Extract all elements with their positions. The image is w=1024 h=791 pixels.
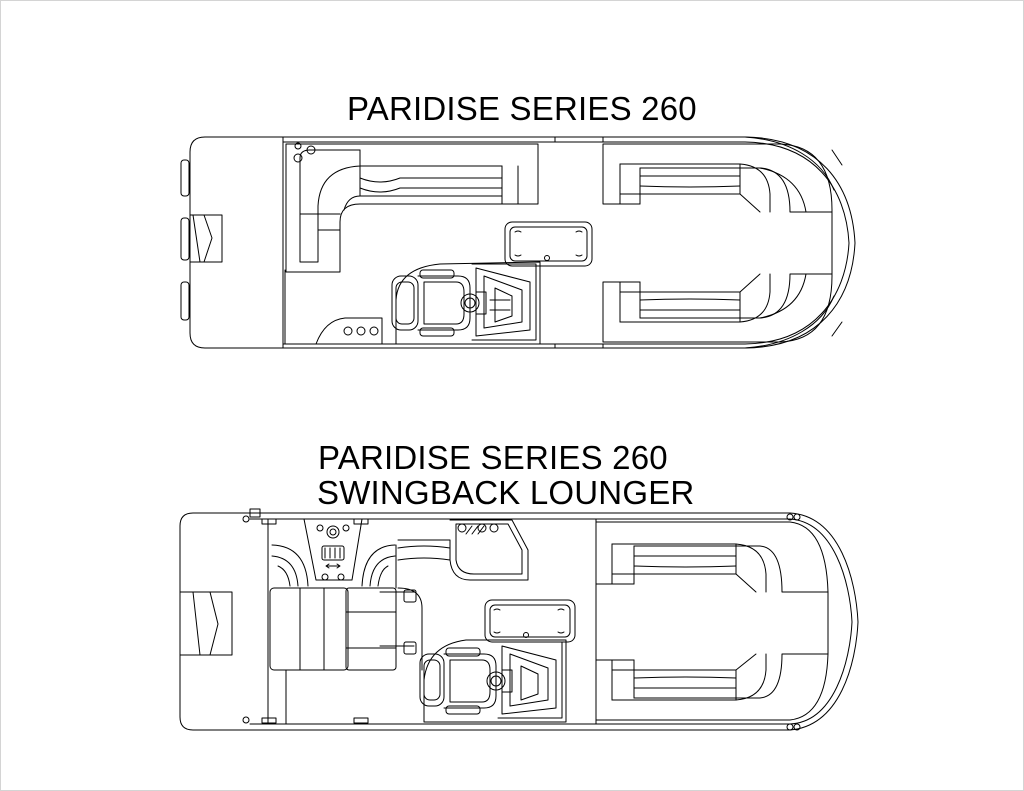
boat-1-helm-station — [392, 262, 540, 344]
boat-2-title-line1: PARIDISE SERIES 260 — [318, 439, 668, 476]
boat-1-cup-holders — [294, 143, 315, 162]
boat-1-stern-ladders — [181, 160, 222, 320]
boat-2-bar-console — [398, 520, 528, 580]
boat-1-table — [505, 222, 592, 266]
boat-2-center-console — [304, 519, 362, 580]
boat-2-helm-station — [420, 640, 566, 722]
boat-1-title: PARIDISE SERIES 260 — [347, 90, 697, 127]
boat-2-title-line2: SWINGBACK LOUNGER — [317, 474, 695, 511]
boat-2-table — [485, 600, 575, 642]
boat-2-floorplan — [180, 509, 858, 730]
boat-1-forward-lounge-lower — [603, 274, 832, 342]
boat-2-swingback-lounger — [270, 545, 422, 670]
boat-2-forward-lounge-upper — [596, 522, 828, 592]
boat-2-forward-lounge-lower — [596, 654, 828, 720]
boat-1-aft-lounge — [286, 144, 538, 272]
boat-1-floorplan — [181, 137, 855, 348]
boat-2-stern-ladder — [180, 592, 232, 655]
boat-1-hull — [190, 137, 855, 348]
boat-1-forward-lounge-upper — [603, 144, 832, 212]
boat-2-cleats — [243, 509, 800, 730]
boat-2-hull — [180, 513, 858, 730]
boat-1-aft-console — [316, 318, 382, 344]
